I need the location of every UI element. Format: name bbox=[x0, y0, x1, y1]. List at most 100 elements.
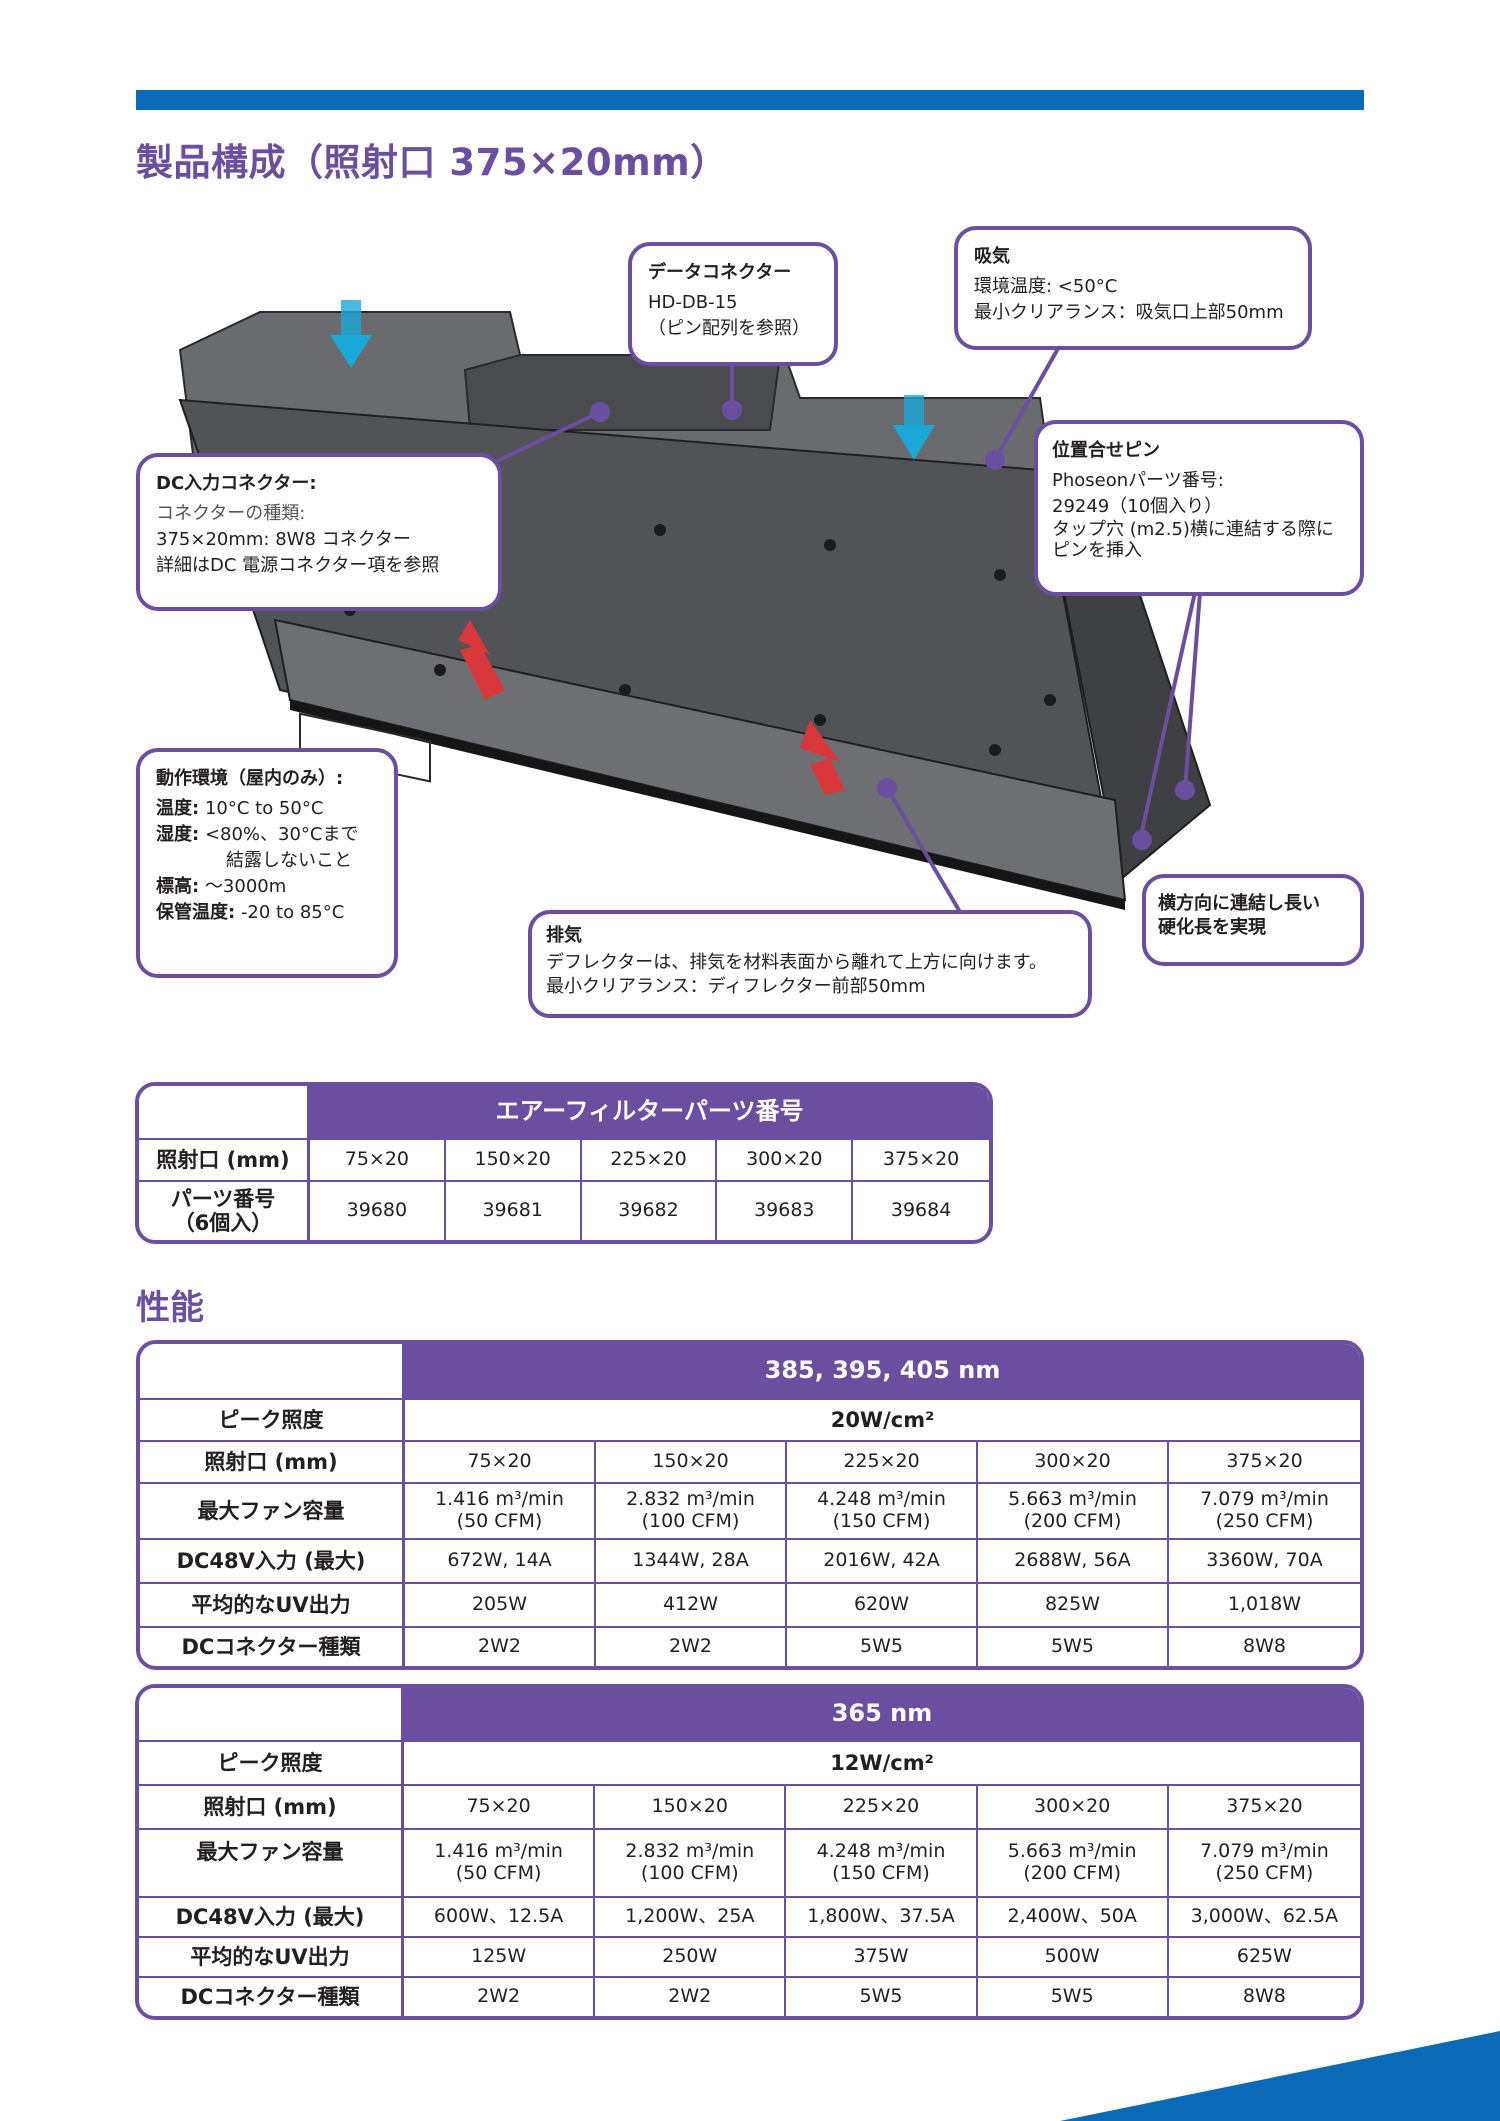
callout-line: 最小クリアランス：吸気口上部50mm bbox=[974, 302, 1284, 324]
table-cell: 5W5 bbox=[787, 1628, 978, 1666]
callout-title: 位置合せピン bbox=[1052, 440, 1160, 461]
table-cell: 2016W, 42A bbox=[787, 1540, 978, 1584]
callout-line: 硬化長を実現 bbox=[1158, 917, 1266, 939]
table-cell: 2W2 bbox=[404, 1978, 596, 2016]
table-cell: 1,800W、37.5A bbox=[786, 1898, 978, 1938]
row-label: 照射口 (mm) bbox=[139, 1786, 404, 1830]
callout-data-connector: データコネクター HD-DB-15 （ピン配列を参照） bbox=[628, 242, 838, 366]
row-label: DCコネクター種類 bbox=[139, 1978, 404, 2016]
exhaust-arrow-right bbox=[800, 720, 845, 795]
performance-table-1: 385, 395, 405 nm ピーク照度 20W/cm² 照射口 (mm) … bbox=[136, 1340, 1364, 1670]
callout-dc-input: DC入力コネクター: コネクターの種類: 375×20mm: 8W8 コネクター… bbox=[136, 453, 502, 611]
row-label: DC48V入力 (最大) bbox=[140, 1540, 405, 1584]
table-cell: 1.416 m³/min(50 CFM) bbox=[405, 1484, 596, 1540]
wavelength-header: 365 nm bbox=[404, 1688, 1360, 1742]
callout-exhaust: 排気 デフレクターは、排気を材料表面から離れて上方に向けます。 最小クリアランス… bbox=[528, 910, 1092, 1018]
callout-title: データコネクター bbox=[648, 262, 792, 283]
table-cell: 3360W, 70A bbox=[1169, 1540, 1360, 1584]
table-cell: 300×20 bbox=[978, 1442, 1169, 1484]
table-cell: 620W bbox=[787, 1584, 978, 1628]
table-cell: 375×20 bbox=[1169, 1442, 1360, 1484]
env-row-altitude: 標高: ～3000m bbox=[156, 876, 287, 898]
table-cell: 825W bbox=[978, 1584, 1169, 1628]
peak-irradiance: 20W/cm² bbox=[405, 1400, 1360, 1442]
callout-lateral: 横方向に連結し長い 硬化長を実現 bbox=[1142, 874, 1364, 966]
callout-title: DC入力コネクター: bbox=[156, 473, 317, 494]
row-label: 平均的なUV出力 bbox=[140, 1584, 405, 1628]
table-cell: 672W, 14A bbox=[405, 1540, 596, 1584]
table-cell: 7.079 m³/min(250 CFM) bbox=[1169, 1484, 1360, 1540]
table-cell: 125W bbox=[404, 1938, 596, 1978]
table-cell: 2,400W、50A bbox=[977, 1898, 1169, 1938]
table-cell: 3,000W、62.5A bbox=[1168, 1898, 1360, 1938]
row-label: 最大ファン容量 bbox=[139, 1830, 404, 1898]
env-row-humidity: 湿度: <80%、30°Cまで bbox=[156, 824, 359, 846]
table-cell: 2.832 m³/min(100 CFM) bbox=[596, 1484, 787, 1540]
table-cell: 300×20 bbox=[977, 1786, 1169, 1830]
callout-line: HD-DB-15 bbox=[648, 292, 738, 314]
table-cell: 412W bbox=[596, 1584, 787, 1628]
callout-line: 詳細はDC 電源コネクター項を参照 bbox=[156, 555, 440, 577]
callout-title: 動作環境（屋内のみ）: bbox=[156, 768, 344, 789]
table-cell: 5.663 m³/min(200 CFM) bbox=[977, 1830, 1169, 1898]
table-cell: 375×20 bbox=[853, 1140, 989, 1182]
callout-line: 環境温度: <50°C bbox=[974, 276, 1118, 298]
row-label: 平均的なUV出力 bbox=[139, 1938, 404, 1978]
intake-arrow-left bbox=[330, 300, 372, 368]
row-label: 最大ファン容量 bbox=[140, 1484, 405, 1540]
table-cell: 225×20 bbox=[786, 1786, 978, 1830]
env-row-temp: 温度: 10°C to 50°C bbox=[156, 798, 324, 820]
performance-table-2: 365 nm ピーク照度 12W/cm² 照射口 (mm) 75×20 150×… bbox=[135, 1684, 1364, 2020]
table-cell: 225×20 bbox=[581, 1140, 718, 1182]
performance-heading: 性能 bbox=[136, 1288, 204, 1328]
table-cell: 375W bbox=[786, 1938, 978, 1978]
table-cell: 39680 bbox=[310, 1182, 446, 1240]
table-cell: 75×20 bbox=[405, 1442, 596, 1484]
wavelength-header: 385, 395, 405 nm bbox=[405, 1344, 1360, 1400]
filter-table-header: エアーフィルターパーツ番号 bbox=[310, 1086, 989, 1140]
callout-title: 排気 bbox=[546, 925, 582, 946]
table-corner bbox=[140, 1344, 405, 1400]
table-cell: 150×20 bbox=[596, 1442, 787, 1484]
row-label: DC48V入力 (最大) bbox=[139, 1898, 404, 1938]
callout-line: （ピン配列を参照） bbox=[648, 318, 810, 340]
intake-arrow-right bbox=[893, 395, 935, 460]
table-cell: 39684 bbox=[890, 1199, 952, 1222]
env-row-storage: 保管温度: -20 to 85°C bbox=[156, 902, 345, 924]
table-cell: 2W2 bbox=[595, 1978, 787, 2016]
callout-line: コネクターの種類: bbox=[156, 503, 306, 525]
corner-accent bbox=[1060, 2031, 1500, 2121]
table-cell: 150×20 bbox=[445, 1140, 582, 1182]
table-cell: 205W bbox=[405, 1584, 596, 1628]
table-cell: 75×20 bbox=[404, 1786, 596, 1830]
table-cell: 2W2 bbox=[405, 1628, 596, 1666]
callout-line: デフレクターは、排気を材料表面から離れて上方に向けます。 bbox=[546, 952, 1047, 974]
table-cell: 300×20 bbox=[717, 1140, 854, 1182]
table-cell: 1,018W bbox=[1169, 1584, 1360, 1628]
callout-line: 横方向に連結し長い bbox=[1158, 893, 1320, 914]
table-cell: 1344W, 28A bbox=[596, 1540, 787, 1584]
filter-table: エアーフィルターパーツ番号 照射口 (mm) 75×20 150×20 225×… bbox=[135, 1082, 993, 1244]
row-label: 照射口 (mm) bbox=[140, 1442, 405, 1484]
table-cell: 5W5 bbox=[978, 1978, 1169, 2016]
table-cell: 1.416 m³/min(50 CFM) bbox=[404, 1830, 596, 1898]
row-label: ピーク照度 bbox=[139, 1742, 404, 1786]
table-cell: 250W bbox=[595, 1938, 787, 1978]
table-cell: 625W bbox=[1168, 1938, 1360, 1978]
table-cell: 600W、12.5A bbox=[404, 1898, 596, 1938]
table-cell: 8W8 bbox=[1242, 1985, 1286, 2008]
row-label: 照射口 (mm) bbox=[139, 1140, 310, 1182]
device-connector-block bbox=[463, 354, 782, 431]
table-cell: 2W2 bbox=[596, 1628, 787, 1666]
table-cell: 5W5 bbox=[786, 1978, 978, 2016]
table-cell: 39682 bbox=[582, 1182, 718, 1240]
callout-line: タップ穴 (m2.5)横に連結する際にピンを挿入 bbox=[1052, 519, 1334, 561]
callout-line: Phoseonパーツ番号: bbox=[1052, 470, 1224, 492]
row-label: ピーク照度 bbox=[140, 1400, 405, 1442]
callout-alignment-pin: 位置合せピン Phoseonパーツ番号: 29249（10個入り） タップ穴 (… bbox=[1034, 420, 1364, 596]
peak-irradiance: 12W/cm² bbox=[404, 1742, 1360, 1786]
table-cell: 4.248 m³/min(150 CFM) bbox=[786, 1830, 978, 1898]
table-cell: 5W5 bbox=[978, 1628, 1169, 1666]
table-cell: 2688W, 56A bbox=[978, 1540, 1169, 1584]
callout-title: 吸気 bbox=[974, 246, 1010, 267]
